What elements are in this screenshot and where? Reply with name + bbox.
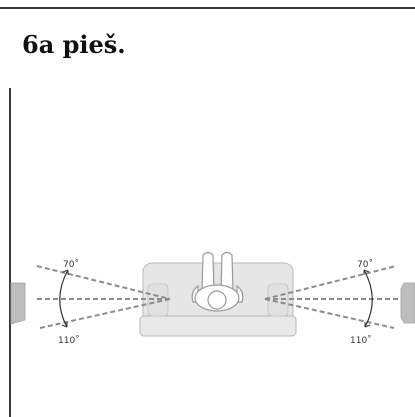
right-angle-arc — [363, 269, 373, 328]
right-lower-angle-label: 110˚ — [350, 335, 372, 346]
right-listening-lines — [264, 265, 398, 329]
left-lower-angle-label: 110˚ — [58, 335, 80, 346]
left-border-line — [9, 88, 11, 417]
left-listening-lines — [36, 265, 171, 329]
left-angle-arc — [59, 269, 69, 328]
left-upper-angle-label: 70˚ — [63, 259, 79, 270]
right-speaker-icon — [400, 282, 415, 324]
figure-heading: 6a pieš. — [22, 30, 126, 59]
right-upper-angle-label: 70˚ — [357, 259, 373, 270]
top-divider — [0, 7, 415, 9]
left-speaker-icon — [10, 282, 26, 325]
listener-icon — [191, 251, 244, 312]
